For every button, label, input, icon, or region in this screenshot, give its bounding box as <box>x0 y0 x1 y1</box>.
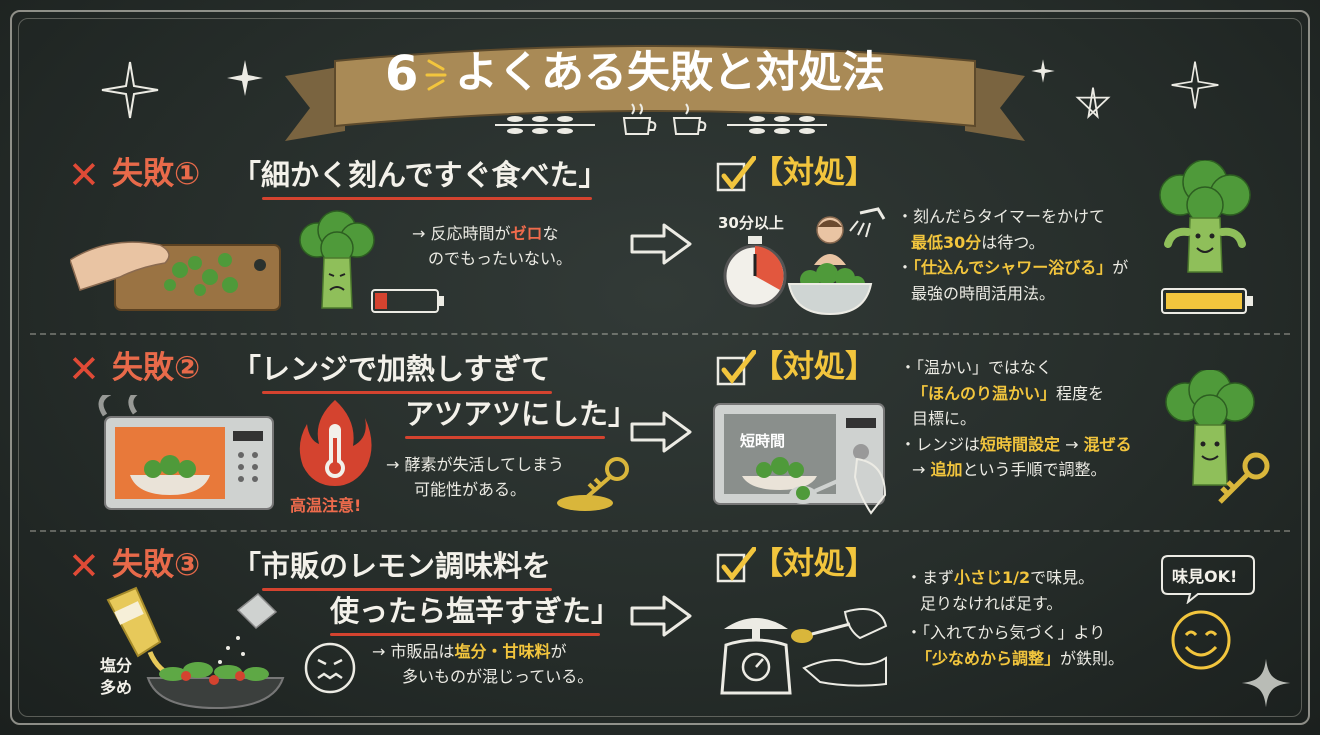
fail-title: 「レンジで加熱しすぎて <box>232 352 551 386</box>
title-ribbon <box>285 45 1025 141</box>
spoon-icon <box>789 457 887 515</box>
star-icon <box>1171 61 1219 109</box>
cross-icon: ✕ <box>68 153 100 197</box>
solution-label: 【対処】 <box>752 155 876 191</box>
title-underline <box>405 436 605 439</box>
cup-icon <box>622 103 657 135</box>
microwave-icon <box>98 395 274 510</box>
solution-line: ・レンジは短時間設定 → 混ぜる <box>900 434 1132 454</box>
arrow-right-icon <box>630 223 692 265</box>
shower-icon <box>814 207 886 265</box>
solution-line: 最強の時間活用法。 <box>911 283 1056 303</box>
title-number: 6 <box>385 46 419 102</box>
title-underline <box>262 391 552 394</box>
solution-line: ・「入れてから気づく」より <box>906 623 1106 643</box>
thermometer-icon <box>299 400 372 486</box>
bowl-icon <box>787 263 873 316</box>
scale-icon <box>720 618 792 695</box>
star-icon <box>1031 59 1055 83</box>
page-title: よくある失敗と対処法 <box>455 48 885 98</box>
fail-note: → 酵素が失活してしまう 可能性がある。 <box>386 455 565 499</box>
check-icon <box>716 350 756 386</box>
cutting-board-illustration <box>70 241 281 311</box>
solution-line: ・刻んだらタイマーをかけて <box>897 207 1106 226</box>
laurel-icon <box>495 116 595 134</box>
cross-icon: ✕ <box>68 544 100 588</box>
broccoli-icon <box>1165 370 1255 486</box>
title-underline <box>262 197 592 200</box>
section-divider <box>30 530 1290 532</box>
solution-line: 最低30分は待つ。 <box>911 232 1045 252</box>
solution-line: ・「温かい」ではなく <box>900 358 1053 377</box>
battery-icon <box>371 289 444 313</box>
solution-text: ・まず小さじ1/2で味見。 足りなければ足す。 ・「入れてから気づく」より 「少… <box>906 565 1166 671</box>
fail-label: 失敗③ <box>112 547 201 583</box>
solution-line: ・「仕込んでシャワー浴びる」が <box>897 258 1129 278</box>
sparkle-lines-icon <box>425 59 447 91</box>
outer-frame <box>10 10 1310 725</box>
check-icon <box>716 156 756 192</box>
solution-label: 【対処】 <box>752 546 876 582</box>
timer-label: 30分以上 <box>718 214 784 232</box>
solution-line: 「少なめから調整」が鉄則。 <box>916 648 1125 668</box>
solution-line: 「ほんのり温かい」程度を <box>912 383 1105 403</box>
fail-title: アツアツにした」 <box>405 397 638 431</box>
solution-line: 足りなければ足す。 <box>920 593 1063 613</box>
fail-title: 「市販のレモン調味料を <box>232 549 552 583</box>
warning-label: 高温注意! <box>290 496 362 515</box>
laurel-icon <box>727 116 827 134</box>
fail-note: → 市販品は塩分・甘味料が 多いものが混じっている。 <box>372 642 594 686</box>
solution-line: → 追加という手順で調整。 <box>912 460 1107 480</box>
solution-label: 【対処】 <box>752 349 876 385</box>
solution-line: ・まず小さじ1/2で味見。 <box>906 568 1095 587</box>
fail-title: 使ったら塩辛すぎた」 <box>330 594 621 628</box>
check-icon <box>716 547 756 583</box>
title-underline <box>262 588 552 591</box>
fail-title: 「細かく刻んですぐ食べた」 <box>232 158 608 192</box>
title-underline <box>330 633 600 636</box>
fail-label: 失敗① <box>112 156 201 192</box>
section-divider <box>30 333 1290 335</box>
key-icon <box>1218 452 1270 504</box>
key-icon <box>557 457 629 511</box>
fail-note: → 反応時間がゼロな のでもったいない。 <box>412 224 573 268</box>
microwave-label: 短時間 <box>740 432 786 450</box>
inner-frame <box>18 18 1302 717</box>
speech-bubble <box>1161 555 1255 604</box>
cup-icon <box>672 103 707 135</box>
smile-face-icon <box>1171 610 1231 670</box>
face-icon <box>304 642 356 694</box>
fail-label: 失敗② <box>112 350 201 386</box>
battery-icon <box>1161 288 1253 314</box>
salad-icon <box>106 586 285 710</box>
bubble-label: 味見OK! <box>1172 567 1238 586</box>
star-icon <box>101 61 159 119</box>
solution-text: ・刻んだらタイマーをかけて 最低30分は待つ。 ・「仕込んでシャワー浴びる」が … <box>897 204 1147 306</box>
broccoli-icon <box>1159 160 1251 273</box>
solution-line: 目標に。 <box>912 409 977 429</box>
broccoli-icon <box>299 210 375 309</box>
arrow-right-icon <box>630 411 692 453</box>
solution-text: ・「温かい」ではなく 「ほんのり温かい」程度を 目標に。 ・レンジは短時間設定 … <box>900 355 1180 483</box>
star-icon <box>1075 87 1111 119</box>
star-icon <box>227 60 263 96</box>
spoon-icon <box>791 608 888 687</box>
arrow-right-icon <box>630 595 692 637</box>
cross-icon: ✕ <box>68 347 100 391</box>
salt-label: 塩分 多め <box>100 656 133 698</box>
sparkle-icon <box>1241 658 1291 708</box>
timer-icon <box>723 236 787 308</box>
